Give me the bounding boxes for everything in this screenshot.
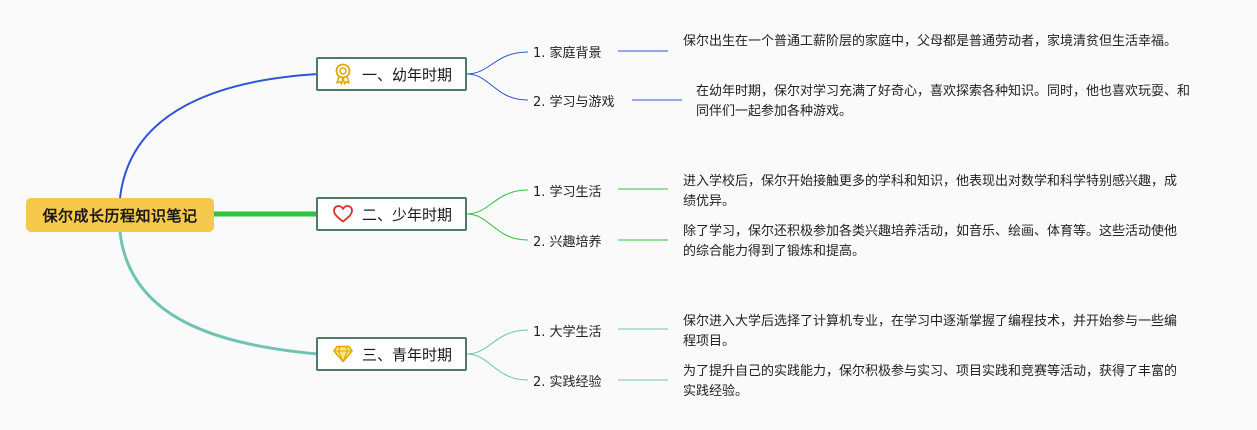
connector-branch-3-leaf-1	[466, 329, 529, 355]
heart-icon	[332, 203, 354, 225]
leaf-node-university-life[interactable]: 1. 大学生活	[533, 321, 602, 340]
leaf-label: 2. 学习与游戏	[533, 95, 615, 110]
connector-root-branch-3	[118, 231, 319, 356]
root-title: 保尔成长历程知识笔记	[42, 206, 198, 225]
leaf-desc-university-life: 保尔进入大学后选择了计算机专业，在学习中逐渐掌握了编程技术，并开始参与一些编程项…	[683, 314, 1178, 349]
leaf-node-study-and-play[interactable]: 2. 学习与游戏	[533, 91, 615, 110]
connector-branch-1-leaf-1	[466, 51, 529, 75]
connector-branch-3-leaf-2	[466, 353, 529, 381]
leaf-desc-practical-experience: 为了提升自己的实践能力，保尔积极参与实习、项目实践和竞赛等活动，获得了丰富的实践…	[683, 364, 1178, 399]
diamond-icon	[332, 343, 354, 365]
branch-node-youth[interactable]: 二、少年时期	[316, 197, 467, 231]
leaf-desc-school-life: 进入学校后，保尔开始接触更多的学科和知识，他表现出对数学和科学特别感兴趣，成绩优…	[683, 174, 1178, 209]
branch-title: 二、少年时期	[362, 205, 453, 224]
leaf-node-school-life[interactable]: 1. 学习生活	[533, 181, 602, 200]
leaf-label: 1. 大学生活	[533, 325, 602, 340]
leaf-label: 1. 家庭背景	[533, 46, 602, 61]
leaf-label: 2. 兴趣培养	[533, 235, 602, 250]
medal-icon	[332, 63, 354, 85]
leaf-desc-family-background: 保尔出生在一个普通工薪阶层的家庭中，父母都是普通劳动者，家境清贫但生活幸福。	[683, 34, 1178, 49]
connector-branch-1-leaf-2	[466, 73, 529, 101]
leaf-node-hobby-development[interactable]: 2. 兴趣培养	[533, 231, 602, 250]
branch-node-young-adult[interactable]: 三、青年时期	[316, 337, 467, 371]
leaf-node-family-background[interactable]: 1. 家庭背景	[533, 42, 602, 61]
leaf-label: 1. 学习生活	[533, 185, 602, 200]
branch-title: 一、幼年时期	[362, 65, 453, 84]
branch-node-childhood[interactable]: 一、幼年时期	[316, 57, 467, 91]
leaf-desc-hobby-development: 除了学习，保尔还积极参加各类兴趣培养活动，如音乐、绘画、体育等。这些活动使他的综…	[683, 224, 1178, 259]
connector-root-branch-1	[119, 73, 319, 199]
leaf-node-practical-experience[interactable]: 2. 实践经验	[533, 371, 602, 390]
leaf-desc-study-and-play: 在幼年时期，保尔对学习充满了好奇心，喜欢探索各种知识。同时，他也喜欢玩耍、和同伴…	[696, 84, 1191, 119]
leaf-label: 2. 实践经验	[533, 375, 602, 390]
branch-title: 三、青年时期	[362, 345, 453, 364]
root-node[interactable]: 保尔成长历程知识笔记	[26, 198, 214, 232]
connector-branch-2-leaf-1	[466, 189, 529, 215]
connector-branch-2-leaf-2	[466, 213, 529, 241]
